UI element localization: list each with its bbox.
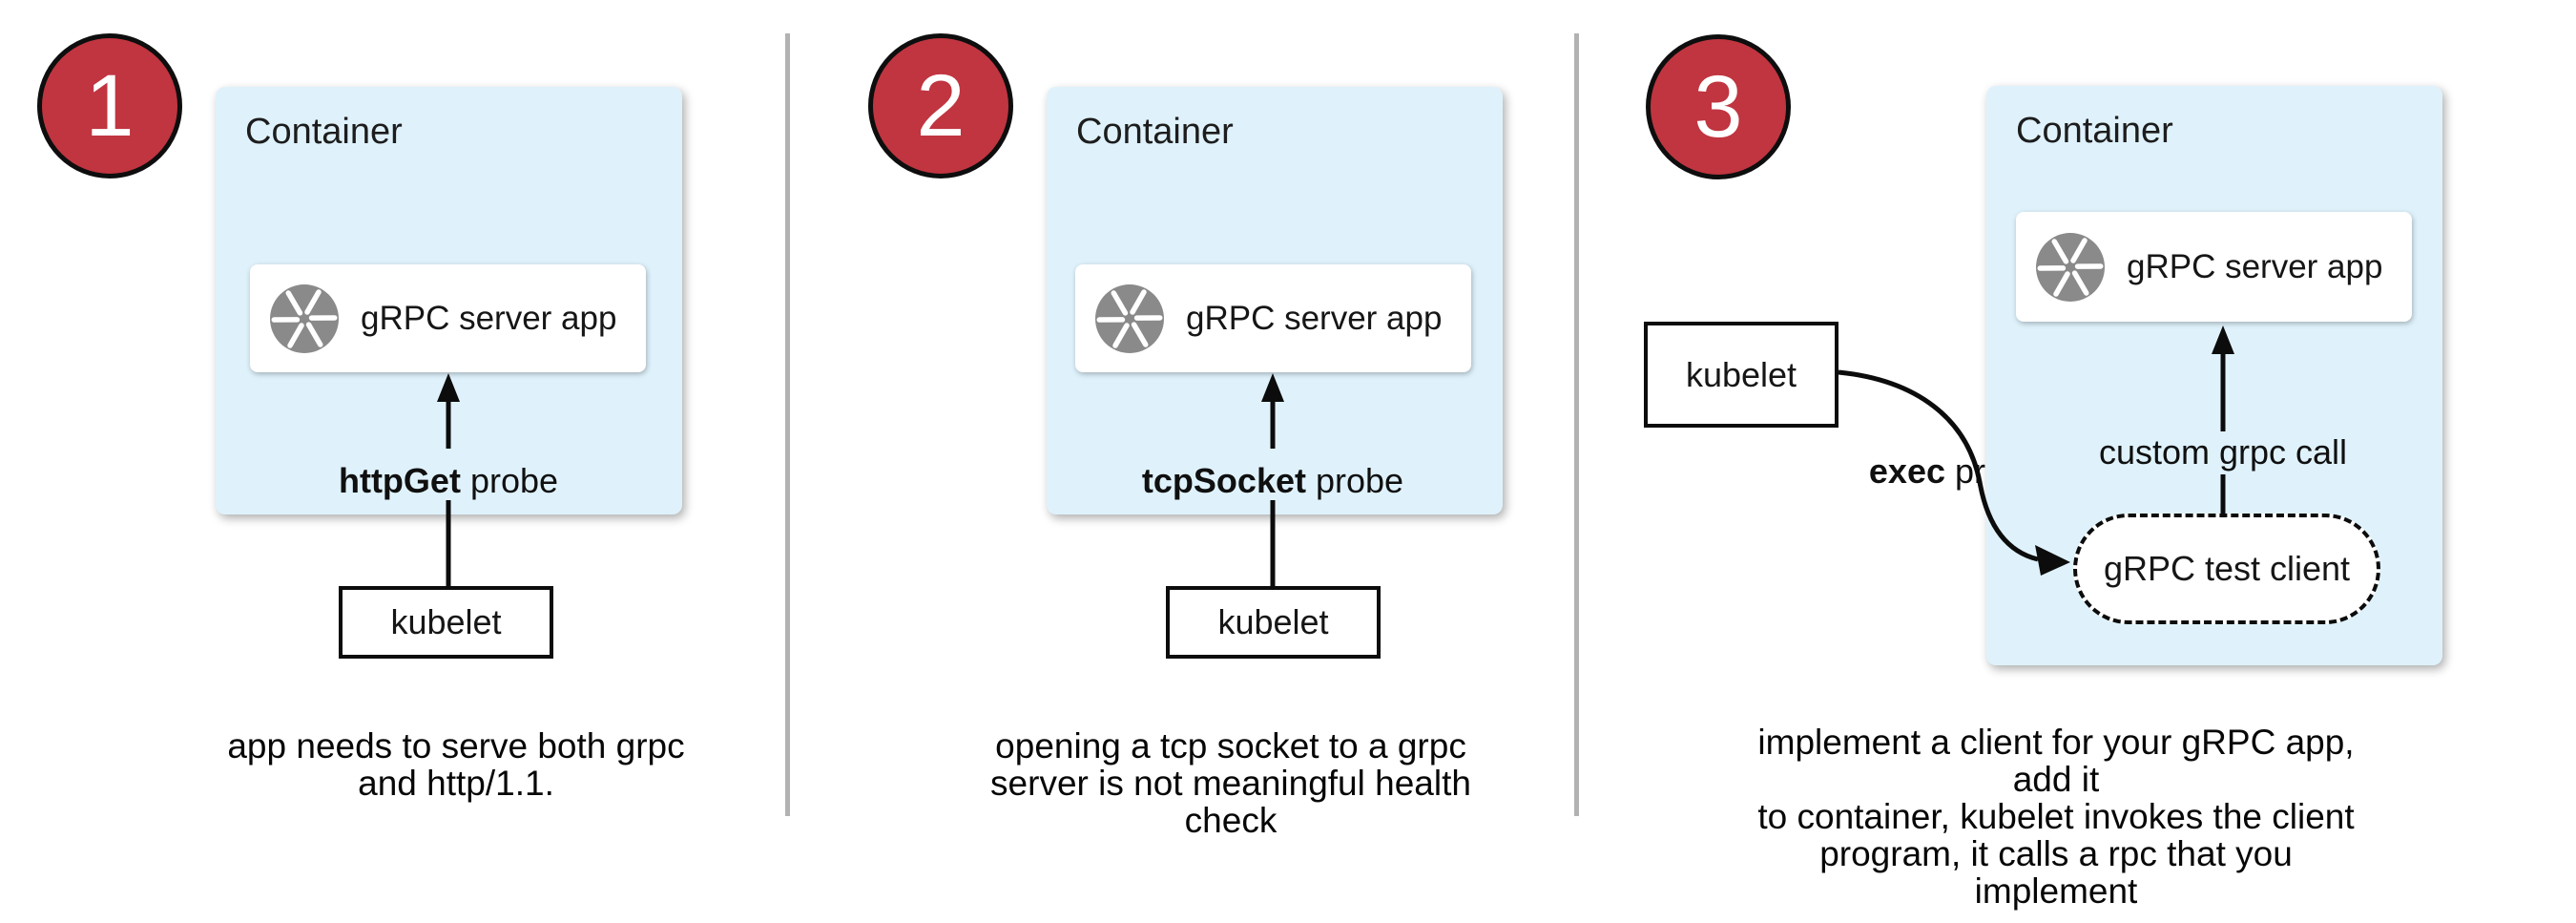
container-box-2: Container gRPC server app — [1047, 87, 1503, 514]
grpc-server-app-box: gRPC server app — [1075, 264, 1471, 372]
caption-3: implement a client for your gRPC app, ad… — [1757, 723, 2355, 911]
probe-label-1: httpGet probe — [338, 461, 559, 500]
aperture-icon — [2036, 232, 2105, 302]
grpc-server-app-box: gRPC server app — [250, 264, 646, 372]
caption-1: app needs to serve both grpc and http/1.… — [227, 726, 685, 803]
grpc-test-client-box: gRPC test client — [2073, 514, 2380, 624]
kubelet-box-1: kubelet — [339, 586, 553, 659]
step-number: 2 — [916, 57, 966, 155]
grpc-server-app-label: gRPC server app — [2127, 247, 2383, 285]
step-badge-2: 2 — [868, 33, 1013, 178]
kubelet-label: kubelet — [1217, 602, 1329, 641]
container-label: Container — [1076, 112, 1234, 152]
panel-divider-1 — [785, 33, 790, 816]
kubelet-box-3: kubelet — [1644, 322, 1839, 428]
grpc-server-app-box: gRPC server app — [2016, 212, 2412, 322]
kubelet-label: kubelet — [1685, 354, 1797, 394]
caption-2: opening a tcp socket to a grpc server is… — [990, 726, 1471, 840]
kubelet-label: kubelet — [390, 602, 502, 641]
custom-grpc-call-label: custom grpc call — [2098, 432, 2348, 472]
grpc-server-app-label: gRPC server app — [1186, 299, 1443, 337]
grpc-server-app-label: gRPC server app — [361, 299, 617, 337]
container-label: Container — [245, 112, 403, 152]
container-box-1: Container gRPC server app — [216, 87, 682, 514]
aperture-icon — [1095, 283, 1164, 353]
container-label: Container — [2016, 111, 2173, 151]
aperture-icon — [270, 283, 339, 353]
step-number: 3 — [1693, 58, 1743, 156]
kubelet-box-2: kubelet — [1166, 586, 1381, 659]
grpc-test-client-label: gRPC test client — [2103, 549, 2351, 588]
panel-divider-2 — [1574, 33, 1579, 816]
probe-label-2: tcpSocket probe — [1141, 461, 1404, 500]
container-box-3: Container gRPC server app gRPC test clie… — [1986, 86, 2442, 665]
step-number: 1 — [85, 57, 135, 155]
step-badge-3: 3 — [1646, 34, 1791, 179]
step-badge-1: 1 — [37, 33, 182, 178]
